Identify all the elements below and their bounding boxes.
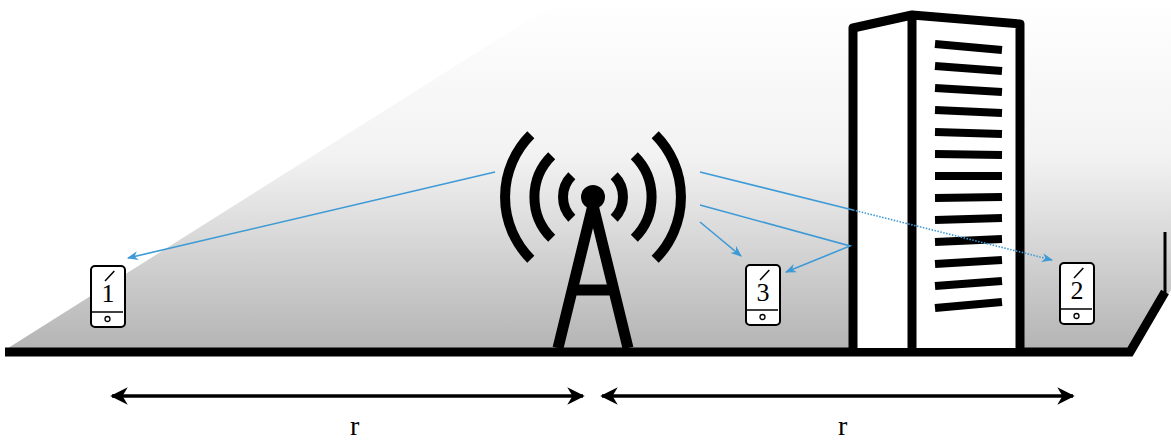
signal-paths	[128, 172, 1052, 272]
phone: 2	[1059, 262, 1095, 325]
phone-speaker	[1074, 268, 1083, 278]
building	[853, 15, 1020, 348]
blocked-signal-ray	[853, 210, 1052, 260]
dimension-label: r	[838, 410, 847, 442]
phone-speaker	[760, 270, 769, 280]
phone: 3	[745, 264, 781, 326]
ground-edge	[1164, 232, 1167, 294]
phone-number: 3	[747, 280, 779, 306]
phone-speaker	[105, 271, 114, 281]
signal-ray	[700, 172, 853, 210]
phone-button	[105, 317, 110, 322]
phone-number: 1	[92, 281, 124, 307]
phone: 1	[90, 265, 126, 328]
phone-button	[760, 315, 765, 320]
signal-ray	[128, 172, 495, 258]
dimension-label: r	[350, 410, 359, 442]
phone-screen-edge	[92, 311, 123, 313]
ground-plane	[5, 0, 1171, 350]
radio-waves	[505, 135, 681, 259]
cell-tower	[505, 135, 681, 348]
building-windows	[935, 44, 1002, 308]
building-outline	[853, 15, 1020, 348]
tower-mast	[558, 205, 628, 348]
phone-button	[1074, 314, 1079, 319]
signal-ray	[700, 222, 741, 256]
phone-number: 2	[1061, 278, 1093, 304]
dimension-arrow	[112, 394, 583, 398]
phone-screen-edge	[747, 309, 778, 311]
dimension-arrow	[602, 394, 1073, 398]
reflected-signal-ray	[700, 205, 850, 272]
building-fill	[853, 15, 1020, 348]
dimension-arrows	[112, 394, 1073, 398]
phone-screen-edge	[1061, 308, 1092, 310]
tower-antenna	[581, 185, 605, 209]
